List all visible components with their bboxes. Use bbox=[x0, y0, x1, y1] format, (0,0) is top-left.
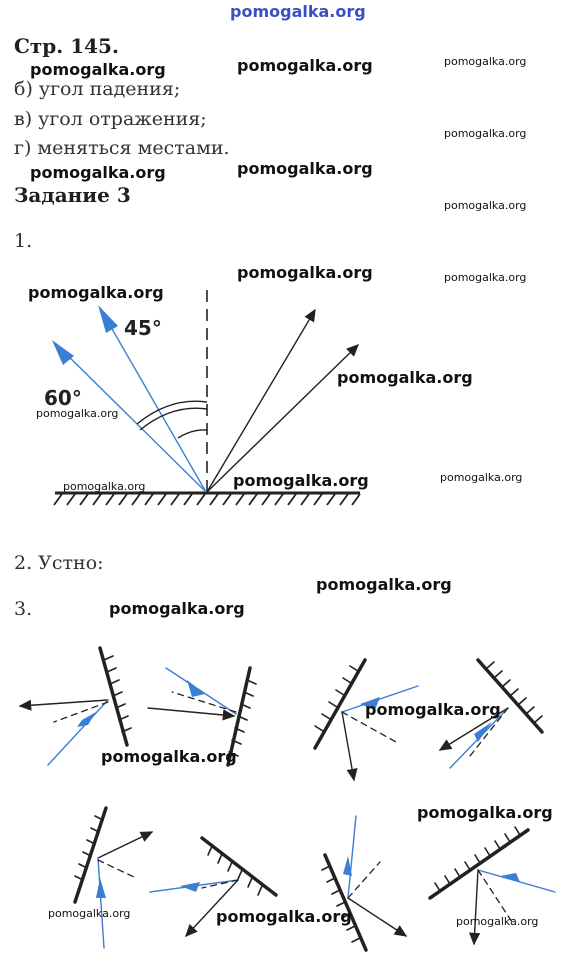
watermark-top: pomogalka.org bbox=[230, 2, 366, 21]
mirror-diagram-d bbox=[438, 658, 544, 769]
item-1-label: 1. bbox=[14, 230, 33, 252]
watermark: pomogalka.org bbox=[233, 471, 369, 490]
watermark: pomogalka.org bbox=[365, 700, 501, 719]
watermark-small: pomogalka.org bbox=[444, 127, 527, 140]
watermark-small: pomogalka.org bbox=[36, 407, 119, 420]
mirror-diagram-c bbox=[313, 658, 419, 782]
watermark-small: pomogalka.org bbox=[440, 471, 523, 484]
watermark: pomogalka.org bbox=[101, 747, 237, 766]
watermark: pomogalka.org bbox=[337, 368, 473, 387]
mirror-1 bbox=[53, 491, 361, 506]
watermark: pomogalka.org bbox=[28, 283, 164, 302]
watermark-small: pomogalka.org bbox=[444, 55, 527, 68]
watermark: pomogalka.org bbox=[417, 803, 553, 822]
watermark-small: pomogalka.org bbox=[63, 480, 146, 493]
watermark: pomogalka.org bbox=[316, 575, 452, 594]
watermark-small: pomogalka.org bbox=[444, 199, 527, 212]
angle-label-45: 45° bbox=[124, 316, 162, 340]
watermark: pomogalka.org bbox=[30, 163, 166, 182]
incident-ray-60 bbox=[54, 342, 207, 493]
answer-v: в) угол отражения; bbox=[14, 108, 207, 130]
mirror-diagram-e bbox=[73, 806, 154, 949]
item-3-label: 3. bbox=[14, 598, 33, 620]
mirror-diagram-f bbox=[149, 836, 278, 938]
page-heading: Стр. 145. bbox=[14, 34, 119, 58]
figure-3-mirrors bbox=[18, 646, 556, 952]
task-heading: Задание 3 bbox=[14, 183, 131, 207]
watermark: pomogalka.org bbox=[216, 907, 352, 926]
reflected-ray-60 bbox=[206, 344, 360, 493]
watermark-small: pomogalka.org bbox=[48, 907, 131, 920]
item-2-label: 2. Устно: bbox=[14, 552, 104, 574]
watermark: pomogalka.org bbox=[237, 159, 373, 178]
mirror-diagram-a bbox=[18, 646, 132, 766]
watermark: pomogalka.org bbox=[109, 599, 245, 618]
answer-g: г) меняться местами. bbox=[14, 137, 230, 159]
watermark: pomogalka.org bbox=[237, 263, 373, 282]
mirror-diagram-b bbox=[147, 666, 257, 767]
angle-label-60: 60° bbox=[44, 386, 82, 410]
watermark-small: pomogalka.org bbox=[444, 271, 527, 284]
answer-b: б) угол падения; bbox=[14, 78, 181, 100]
watermark: pomogalka.org bbox=[30, 60, 166, 79]
reflected-ray-45 bbox=[206, 308, 316, 493]
incident-ray-45 bbox=[99, 307, 207, 493]
mirror-diagram-h bbox=[428, 826, 556, 946]
mirror-diagram-g bbox=[321, 815, 408, 952]
watermark-small: pomogalka.org bbox=[456, 915, 539, 928]
watermark: pomogalka.org bbox=[237, 56, 373, 75]
